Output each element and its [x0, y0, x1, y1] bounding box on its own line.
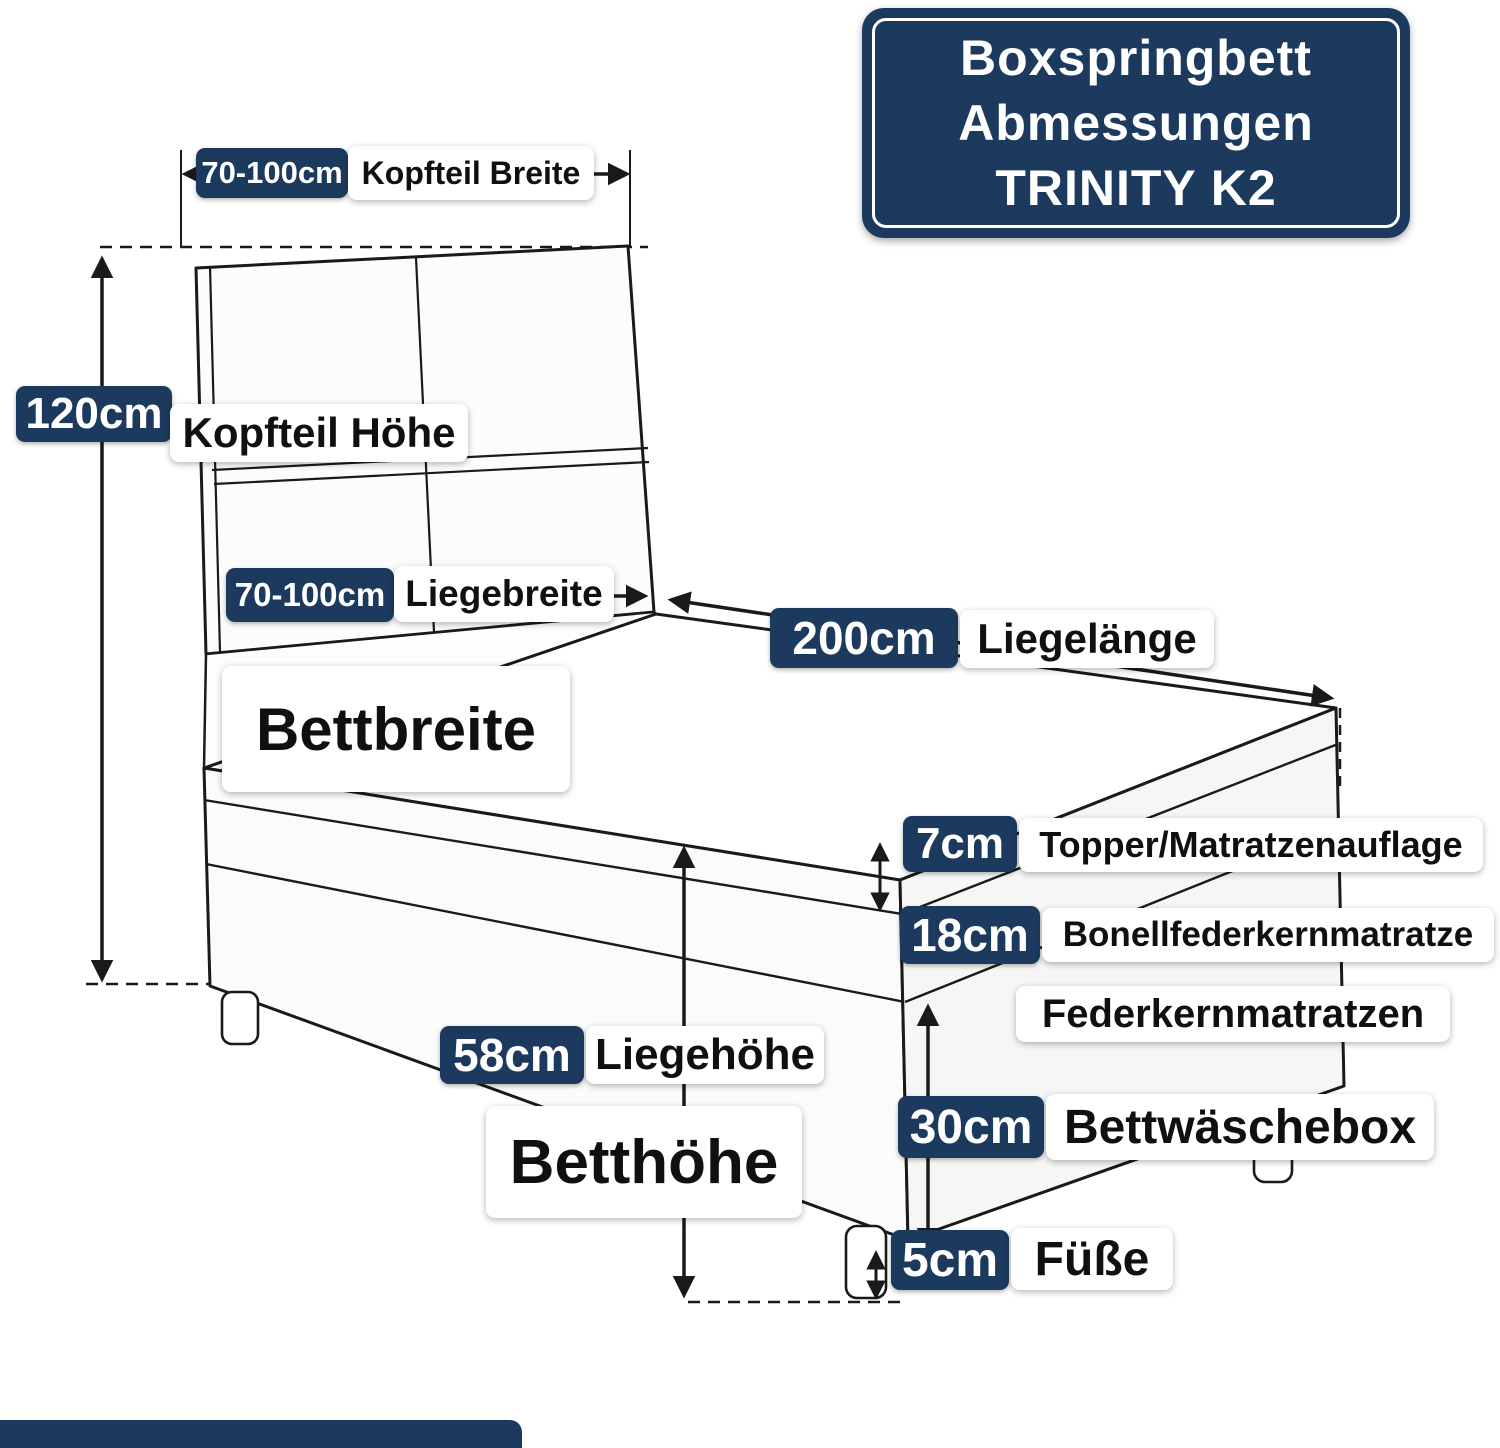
kopfteil-breite-value-badge: 70-100cm	[196, 148, 348, 198]
topper-label: Topper/Matratzenauflage	[1019, 818, 1483, 872]
bettwaeschebox-value-badge: 30cm	[898, 1096, 1044, 1158]
bettwaeschebox-label: Bettwäschebox	[1046, 1094, 1434, 1160]
liegebreite-value-badge: 70-100cm	[226, 568, 394, 622]
title-line-3: TRINITY K2	[995, 159, 1277, 216]
kopfteil-hoehe-value-badge: 120cm	[16, 386, 172, 442]
kopfteil-hoehe-label: Kopfteil Höhe	[170, 404, 468, 462]
title-inner-frame: Boxspringbett Abmessungen TRINITY K2	[872, 18, 1400, 228]
betthoehe-label: Betthöhe	[486, 1106, 802, 1218]
federkern-label: Federkernmatratzen	[1016, 986, 1450, 1042]
liegelaenge-value-badge: 200cm	[770, 608, 958, 668]
topper-seam-near	[203, 798, 903, 916]
topper-value-badge: 7cm	[903, 816, 1017, 872]
bettbreite-label: Bettbreite	[222, 666, 570, 792]
bed-foot-front	[844, 1224, 888, 1300]
liegehoehe-value-badge: 58cm	[440, 1026, 584, 1084]
title-line-1: Boxspringbett	[960, 29, 1312, 86]
bonell-label: Bonellfederkernmatratze	[1042, 908, 1494, 962]
title-box: Boxspringbett Abmessungen TRINITY K2	[862, 8, 1410, 238]
bonell-value-badge: 18cm	[900, 906, 1040, 964]
title-line-2: Abmessungen	[958, 94, 1314, 151]
kopfteil-breite-label: Kopfteil Breite	[348, 146, 594, 200]
mattress-seam-near	[205, 862, 906, 1004]
headboard-seam-horizontal-2	[213, 460, 650, 486]
liegelaenge-label: Liegelänge	[960, 610, 1214, 668]
bottom-plate	[0, 1420, 522, 1448]
fuesse-value-badge: 5cm	[891, 1230, 1009, 1290]
liegebreite-label: Liegebreite	[394, 566, 614, 622]
bed-foot-left	[220, 990, 260, 1046]
liegehoehe-label: Liegehöhe	[586, 1026, 824, 1084]
fuesse-label: Füße	[1011, 1228, 1173, 1290]
